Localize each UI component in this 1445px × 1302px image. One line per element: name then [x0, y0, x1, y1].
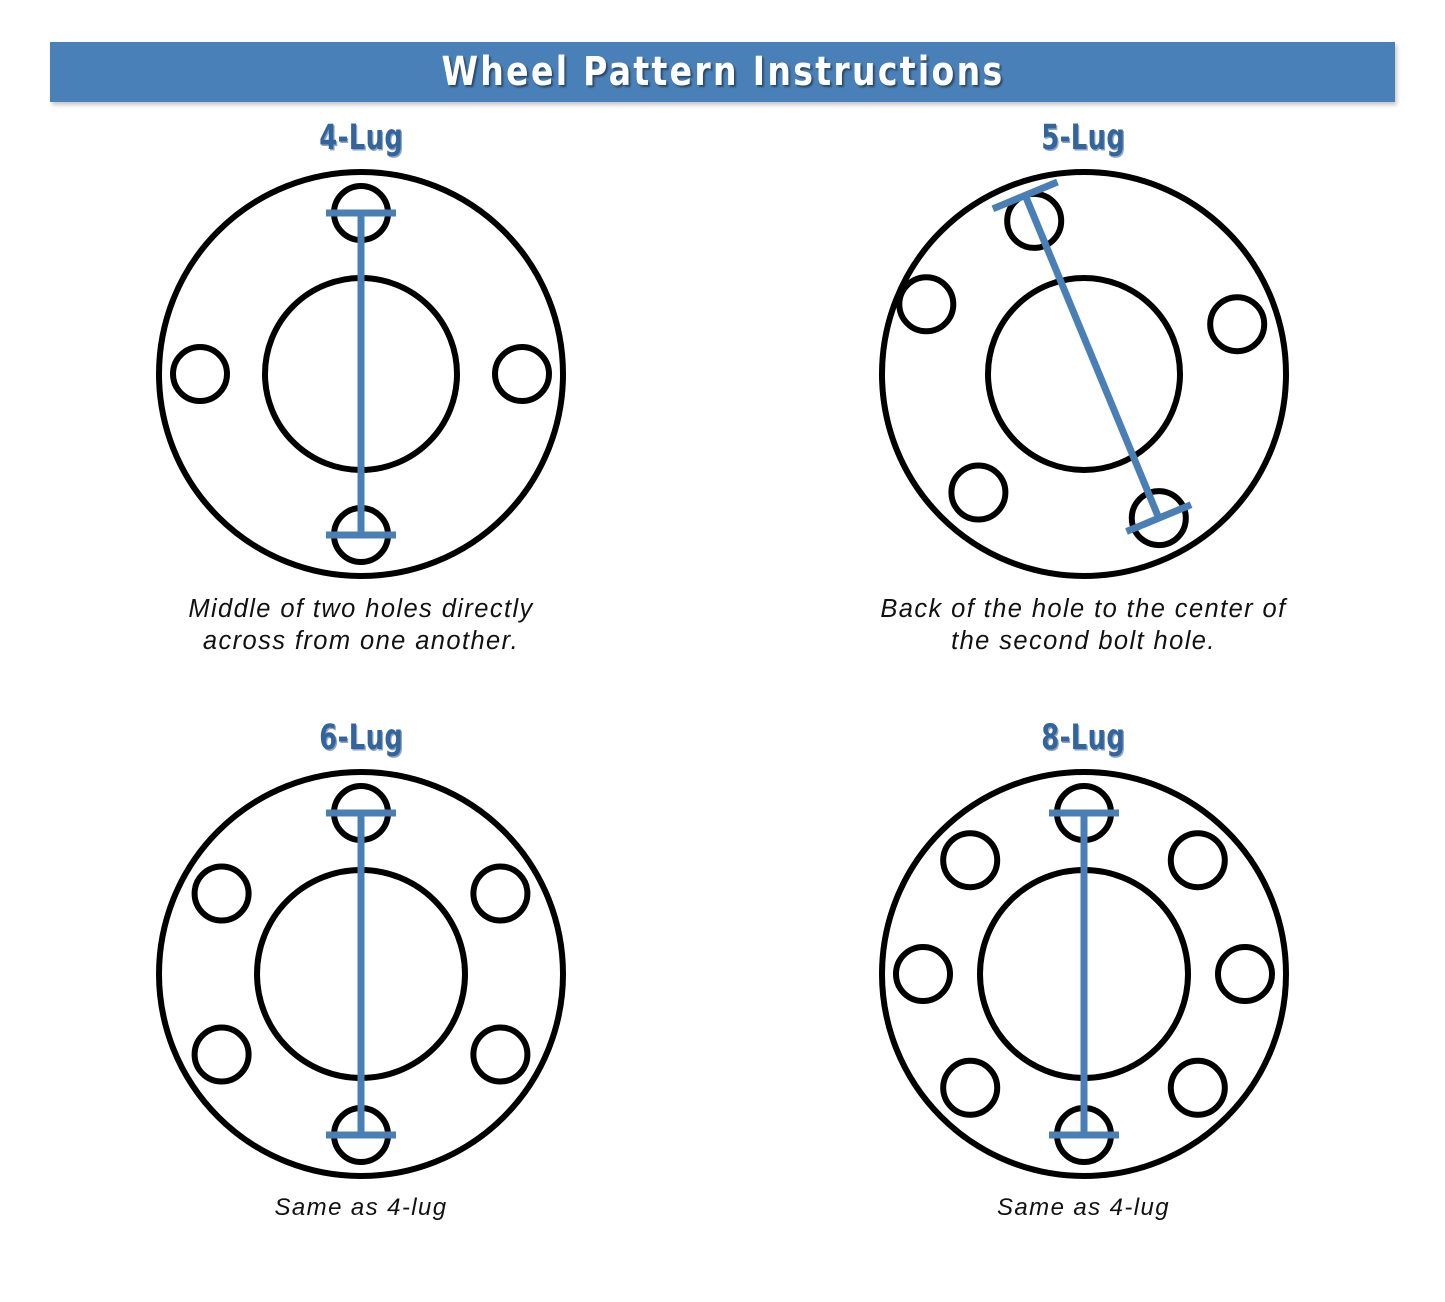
bolt-hole [1128, 487, 1189, 548]
bolt-hole [939, 1057, 1000, 1118]
bolt-hole [470, 1024, 531, 1085]
wheel-diagram-4-lug [156, 168, 566, 579]
panel-six-lug: 6-Lug Same as 4-lug [0, 720, 722, 1280]
measure-cap-top [991, 178, 1059, 212]
outer-rim-circle [156, 768, 566, 1179]
measurement-line-group [326, 809, 396, 1139]
measurement-line-group [991, 178, 1192, 535]
bolt-hole [1167, 1057, 1228, 1118]
caption-eight-lug: Same as 4-lug [997, 1193, 1170, 1221]
measure-line [1021, 193, 1162, 520]
bolt-hole [895, 274, 956, 335]
measurement-line-group [1048, 809, 1119, 1139]
wheel-diagram-5-lug [878, 168, 1289, 579]
lug-label-8: 8-Lug [1041, 718, 1126, 758]
panel-eight-lug: 8-Lug Same as 4-lug [722, 720, 1445, 1280]
bolt-hole [947, 462, 1008, 523]
page-title: Wheel Pattern Instructions [440, 49, 1004, 95]
bolt-hole [191, 1024, 252, 1085]
bolt-hole [1167, 829, 1228, 890]
caption-six-lug: Same as 4-lug [274, 1193, 448, 1221]
bolt-hole [191, 863, 252, 924]
bolt-hole [939, 829, 1000, 890]
lug-label-4: 4-Lug [318, 118, 404, 158]
bolt-hole [492, 343, 552, 404]
panel-four-lug: 4-Lug Middle of two holes directly acros… [0, 120, 722, 720]
outer-rim-circle [878, 768, 1289, 1179]
caption-five-lug: Back of the hole to the center of the se… [880, 594, 1287, 655]
outer-rim-circle [156, 168, 566, 579]
wheel-diagram-6-lug [156, 768, 566, 1179]
bolt-hole [170, 343, 230, 404]
bolt-hole [1214, 943, 1275, 1004]
wheel-diagram-8-lug [878, 768, 1289, 1179]
bolt-hole [470, 863, 531, 924]
panel-five-lug: 5-Lug Back of the hole to the center of … [722, 120, 1445, 720]
caption-four-lug: Middle of two holes directly across from… [188, 594, 534, 655]
measure-cap-bottom [1124, 501, 1192, 535]
bolt-hole [1206, 293, 1267, 354]
measurement-line-group [326, 209, 396, 539]
lug-label-6: 6-Lug [318, 718, 404, 758]
hub-circle [984, 274, 1183, 473]
diagram-grid: 4-Lug Middle of two holes directly acros… [0, 120, 1445, 1300]
outer-rim-circle [878, 168, 1289, 579]
lug-label-5: 5-Lug [1041, 118, 1126, 158]
bolt-hole [892, 943, 953, 1004]
header-bar: Wheel Pattern Instructions [50, 42, 1395, 102]
